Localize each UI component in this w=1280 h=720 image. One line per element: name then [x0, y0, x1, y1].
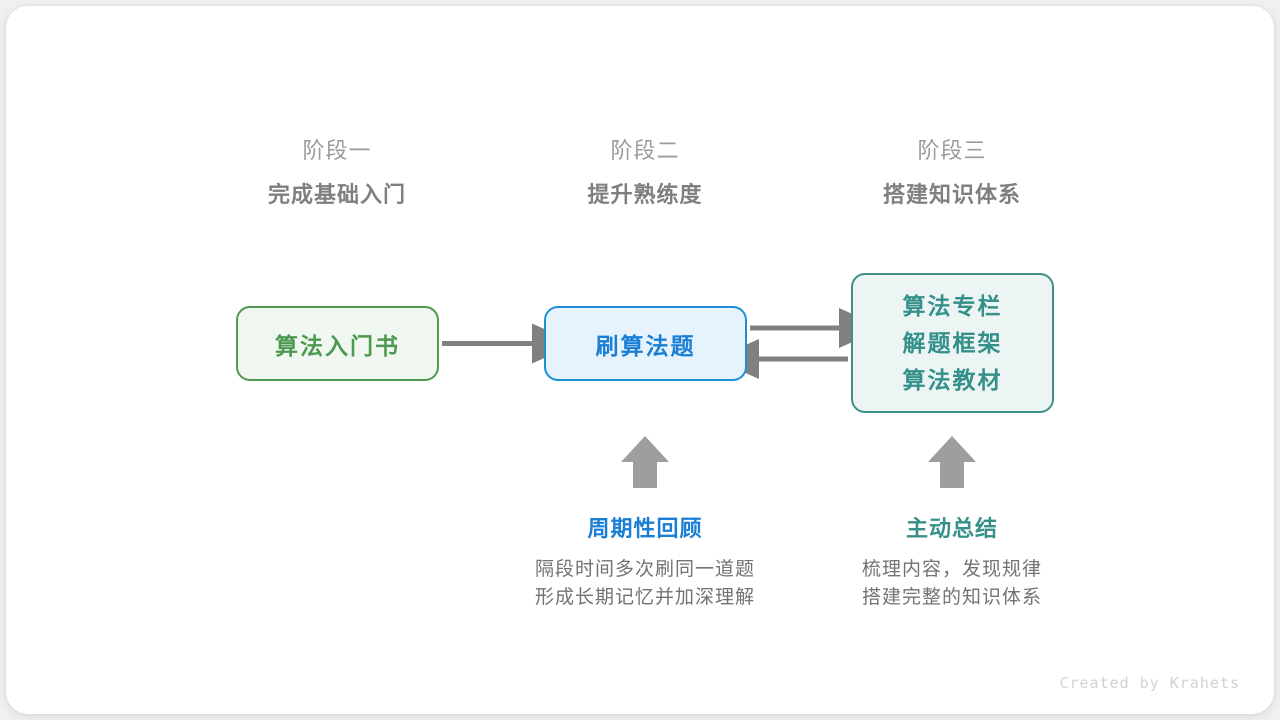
node-system-label-1: 算法专栏 [902, 292, 1003, 319]
stage-3-title: 搭建知识体系 [882, 182, 1021, 207]
node-practice-label: 刷算法题 [595, 332, 696, 359]
node-book-label: 算法入门书 [275, 332, 400, 359]
annotation-review-title: 周期性回顾 [587, 516, 703, 541]
node-system-label-3: 算法教材 [902, 366, 1003, 393]
annotation-summary-title: 主动总结 [905, 516, 998, 541]
stage-3-kicker: 阶段三 [917, 138, 987, 163]
stage-header-1: 阶段一 完成基础入门 [207, 134, 467, 212]
diagram-card: 阶段一 完成基础入门 阶段二 提升熟练度 阶段三 搭建知识体系 [6, 6, 1274, 714]
node-knowledge-system[interactable]: 算法专栏 解题框架 算法教材 [851, 273, 1054, 413]
stage-2-title: 提升熟练度 [587, 182, 703, 207]
up-arrow-summary [928, 436, 976, 488]
node-practice-problems[interactable]: 刷算法题 [544, 306, 747, 381]
node-algorithm-intro-book[interactable]: 算法入门书 [236, 306, 439, 381]
annotation-summary-desc-1: 梳理内容，发现规律 [861, 559, 1042, 580]
annotation-periodic-review: 周期性回顾 隔段时间多次刷同一道题 形成长期记忆并加深理解 [485, 514, 805, 612]
watermark-credit: Created by Krahets [1059, 674, 1240, 692]
annotation-review-desc-2: 形成长期记忆并加深理解 [534, 587, 755, 608]
stage-1-kicker: 阶段一 [302, 138, 372, 163]
stage-1-title: 完成基础入门 [267, 182, 406, 207]
annotation-summary-desc-2: 搭建完整的知识体系 [861, 587, 1042, 608]
stage-header-2: 阶段二 提升熟练度 [515, 134, 775, 212]
up-arrow-review [621, 436, 669, 488]
annotation-active-summary: 主动总结 梳理内容，发现规律 搭建完整的知识体系 [792, 514, 1112, 612]
stage-2-kicker: 阶段二 [610, 138, 680, 163]
node-system-label-2: 解题框架 [902, 329, 1003, 356]
stage-header-3: 阶段三 搭建知识体系 [822, 134, 1082, 212]
annotation-review-desc-1: 隔段时间多次刷同一道题 [534, 559, 755, 580]
